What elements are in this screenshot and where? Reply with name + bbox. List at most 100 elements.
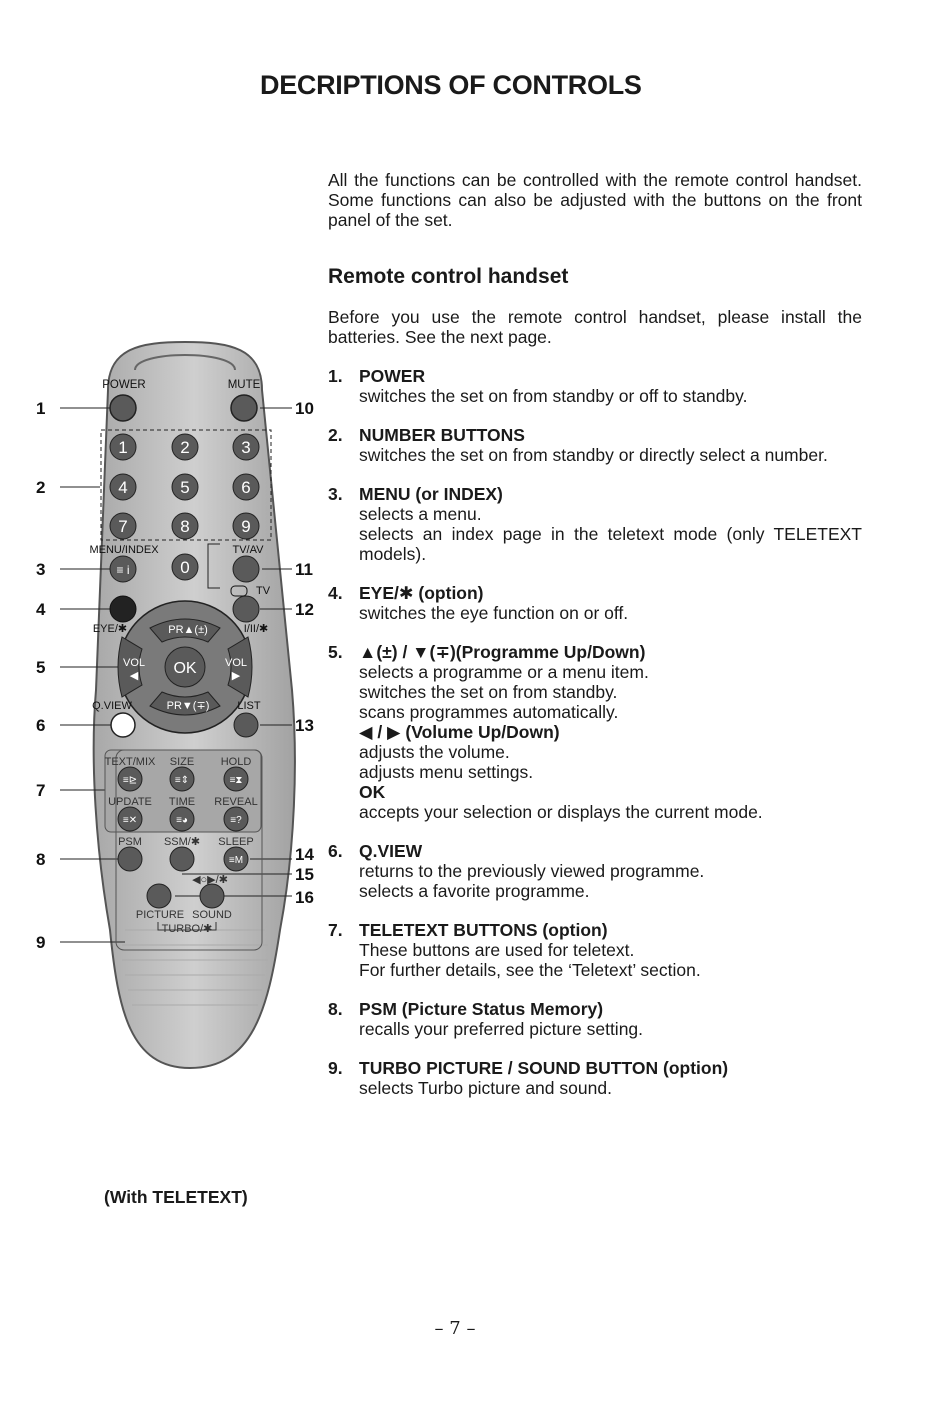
item-term: NUMBER BUTTONS xyxy=(359,425,525,445)
digit-button-5[interactable] xyxy=(171,473,199,501)
size-button[interactable] xyxy=(169,766,195,792)
menu-index-button[interactable] xyxy=(109,555,137,583)
section-title: Remote control handset xyxy=(328,265,569,288)
item-line: For further details, see the ‘Teletext’ … xyxy=(359,960,701,980)
update-icon: ≡✕ xyxy=(123,815,137,826)
update-button[interactable] xyxy=(117,806,143,832)
digit-button-6[interactable] xyxy=(232,473,260,501)
digit-button-4[interactable] xyxy=(109,473,137,501)
item-line: switches the set on from standby. xyxy=(359,682,618,702)
text-mix-icon: ≡⊵ xyxy=(123,775,137,786)
hold-icon: ≡⧗ xyxy=(230,775,243,786)
digit-label: 0 xyxy=(180,558,189,577)
tv-av-button[interactable] xyxy=(232,555,260,583)
definition-item-8: 8. PSM (Picture Status Memory) recalls y… xyxy=(328,999,862,1039)
item-term: POWER xyxy=(359,366,426,386)
power-label: POWER xyxy=(102,379,145,391)
item-line: accepts your selection or displays the c… xyxy=(359,802,763,822)
item-number: 7. xyxy=(328,920,343,940)
qview-button[interactable] xyxy=(110,712,136,738)
callout-3: 3 xyxy=(36,560,45,579)
callout-5: 5 xyxy=(36,658,45,677)
size-icon: ≡⇕ xyxy=(175,775,189,786)
remote-control-illustration: 1 2 3 4 5 6 7 8 9 10 11 12 13 14 15 16 P… xyxy=(30,330,330,1100)
callout-4: 4 xyxy=(36,600,46,619)
definition-item-9: 9. TURBO PICTURE / SOUND BUTTON (option)… xyxy=(328,1058,862,1098)
item-line: selects a menu. xyxy=(359,504,482,524)
hold-button[interactable] xyxy=(223,766,249,792)
item-term: MENU (or INDEX) xyxy=(359,484,503,504)
callout-13: 13 xyxy=(295,716,314,735)
digit-button-1[interactable] xyxy=(109,433,137,461)
definition-item-4: 4. EYE/✱ (option) switches the eye funct… xyxy=(328,583,862,623)
i-ii-button[interactable] xyxy=(232,595,260,623)
digit-button-8[interactable] xyxy=(171,512,199,540)
time-button[interactable] xyxy=(169,806,195,832)
item-number: 5. xyxy=(328,642,343,662)
psm-button[interactable] xyxy=(117,846,143,872)
description-column: All the functions can be controlled with… xyxy=(328,170,862,1098)
item-line: selects an index page in the teletext mo… xyxy=(359,524,862,564)
item-number: 2. xyxy=(328,425,343,445)
item-line: adjusts menu settings. xyxy=(359,762,534,782)
list-button[interactable] xyxy=(233,712,259,738)
digit-label: 6 xyxy=(241,478,250,497)
digit-label: 4 xyxy=(118,478,127,497)
programme-down-button[interactable] xyxy=(149,691,221,716)
list-label: LIST xyxy=(237,700,261,712)
battery-note: Before you use the remote control handse… xyxy=(328,307,862,347)
digit-label: 7 xyxy=(118,517,127,536)
callout-1: 1 xyxy=(36,399,45,418)
lower-block xyxy=(115,749,263,951)
callout-15: 15 xyxy=(295,865,314,884)
item-term: TELETEXT BUTTONS (option) xyxy=(359,920,608,940)
reveal-button[interactable] xyxy=(223,806,249,832)
digit-button-7[interactable] xyxy=(109,512,137,540)
digit-button-3[interactable] xyxy=(232,433,260,461)
text-mix-button[interactable] xyxy=(117,766,143,792)
digit-label: 3 xyxy=(241,438,250,457)
digit-button-9[interactable] xyxy=(232,512,260,540)
callout-9: 9 xyxy=(36,933,45,952)
sleep-button[interactable] xyxy=(223,846,249,872)
digit-button-0[interactable] xyxy=(171,553,199,581)
power-button[interactable] xyxy=(109,394,137,422)
ssm-button[interactable] xyxy=(169,846,195,872)
page-number: – 7 – xyxy=(434,1318,476,1339)
callout-14: 14 xyxy=(295,845,314,864)
text-mix-label: TEXT/MIX xyxy=(105,756,156,768)
volume-down-button[interactable] xyxy=(117,636,143,698)
callout-10: 10 xyxy=(295,399,314,418)
definition-item-3: 3. MENU (or INDEX) selects a menu. selec… xyxy=(328,484,862,564)
item-line: selects Turbo picture and sound. xyxy=(359,1078,612,1098)
volume-up-button[interactable] xyxy=(227,636,253,698)
mute-button[interactable] xyxy=(230,394,258,422)
programme-up-button[interactable] xyxy=(149,618,221,643)
digit-button-2[interactable] xyxy=(171,433,199,461)
sound-label: SOUND xyxy=(192,909,232,921)
pr-down-label: PR▼(∓) xyxy=(167,700,210,712)
item-subterm: ◀ / ▶ (Volume Up/Down) xyxy=(359,722,560,742)
remote-top-notch xyxy=(134,354,236,371)
digit-label: 9 xyxy=(241,517,250,536)
menu-index-label: MENU/INDEX xyxy=(89,544,159,556)
remote-caption: (With TELETEXT) xyxy=(104,1187,248,1207)
definition-item-2: 2. NUMBER BUTTONS switches the set on fr… xyxy=(328,425,862,465)
sound-button[interactable] xyxy=(199,883,225,909)
sleep-label: SLEEP xyxy=(218,836,253,848)
definition-item-7: 7. TELETEXT BUTTONS (option) These butto… xyxy=(328,920,862,980)
tv-av-bracket xyxy=(207,543,220,589)
time-label: TIME xyxy=(169,796,195,808)
callout-6: 6 xyxy=(36,716,45,735)
sound-mode-label: ◀○▶/✱ xyxy=(192,874,228,886)
update-label: UPDATE xyxy=(108,796,152,808)
item-line: selects a favorite programme. xyxy=(359,881,590,901)
ok-button[interactable] xyxy=(164,646,206,688)
mute-label: MUTE xyxy=(228,379,261,391)
item-line: selects a programme or a menu item. xyxy=(359,662,649,682)
right-arrow-icon: ▶ xyxy=(232,670,241,682)
number-buttons xyxy=(109,433,260,581)
size-label: SIZE xyxy=(170,756,194,768)
eye-button[interactable] xyxy=(109,595,137,623)
picture-button[interactable] xyxy=(146,883,172,909)
